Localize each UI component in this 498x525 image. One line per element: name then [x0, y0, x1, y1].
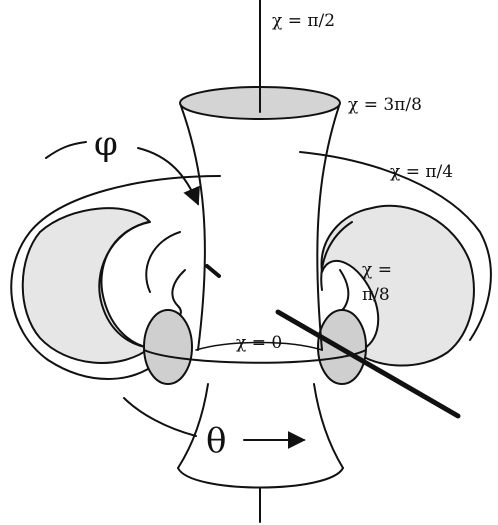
outer-torus-outline: [10, 175, 221, 380]
lower-hyperboloid-right: [313, 383, 344, 469]
hyperboloid-left-side: [180, 105, 206, 351]
chi-pi-4-label: χ = π/4: [390, 162, 453, 182]
theta-arrow-left: [123, 397, 197, 437]
chi-zero-ring-back: [195, 341, 323, 351]
phi-arrow: [45, 141, 198, 204]
left-tube-section: [21, 207, 151, 364]
lower-hyperboloid-bottom: [177, 467, 344, 489]
left-inner-curve: [98, 221, 153, 349]
chi-zero-label: χ = 0: [236, 333, 282, 353]
chi-pi-2-label: χ = π/2: [272, 11, 335, 31]
hyperboloid-right-side: [316, 105, 340, 351]
right-inner-curve: [320, 221, 353, 291]
left-disc: [143, 309, 193, 385]
phi-label: φ: [94, 124, 118, 164]
lower-hyperboloid-left: [177, 383, 209, 469]
chi-3pi-8-label: χ = 3π/8: [348, 95, 422, 115]
chi-pi-8-label-bottom: π/8: [362, 285, 390, 305]
chi-pi-8-label-top: χ =: [362, 260, 392, 280]
outer-torus-outline-right: [299, 151, 492, 341]
theta-label: θ: [206, 421, 226, 461]
break-mark-left: [205, 264, 221, 278]
left-small-arc: [145, 231, 181, 293]
chi-zero-ring-front: [143, 349, 367, 364]
diagonal-axis-line: [275, 309, 461, 419]
